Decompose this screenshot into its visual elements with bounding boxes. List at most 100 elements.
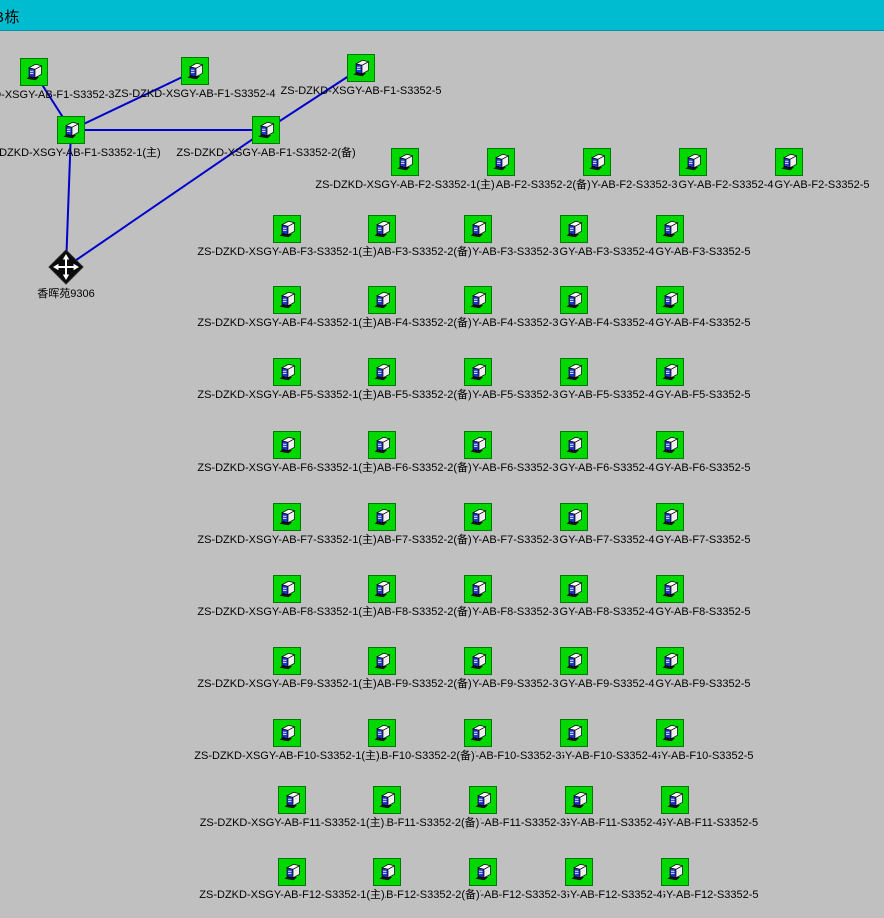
node-f11-2[interactable] bbox=[373, 786, 401, 814]
switch-icon bbox=[464, 358, 492, 386]
switch-icon bbox=[464, 215, 492, 243]
node-f1-5[interactable] bbox=[347, 54, 375, 82]
switch-icon bbox=[560, 719, 588, 747]
switch-icon bbox=[368, 215, 396, 243]
node-f5-2[interactable] bbox=[368, 358, 396, 386]
node-f4-4[interactable] bbox=[560, 286, 588, 314]
node-f1-3[interactable] bbox=[20, 58, 48, 86]
node-f5-3[interactable] bbox=[464, 358, 492, 386]
node-f4-1[interactable] bbox=[273, 286, 301, 314]
node-router-label: 香晖苑9306 bbox=[37, 288, 95, 300]
switch-icon bbox=[368, 575, 396, 603]
node-f1-4-label: ZS-DZKD-XSGY-AB-F1-S3352-4 bbox=[114, 88, 276, 100]
node-f12-3[interactable] bbox=[469, 858, 497, 886]
node-f1-4[interactable] bbox=[181, 57, 209, 85]
node-f9-3[interactable] bbox=[464, 647, 492, 675]
node-f10-1[interactable] bbox=[273, 719, 301, 747]
node-f5-4[interactable] bbox=[560, 358, 588, 386]
switch-icon bbox=[368, 431, 396, 459]
switch-icon bbox=[679, 148, 707, 176]
node-f6-5[interactable] bbox=[656, 431, 684, 459]
node-f8-4[interactable] bbox=[560, 575, 588, 603]
switch-icon bbox=[273, 647, 301, 675]
node-f1-2-label: ZS-DZKD-XSGY-AB-F1-S3352-2(备) bbox=[176, 147, 356, 159]
node-f3-1-label: ZS-DZKD-XSGY-AB-F3-S3352-1(主) bbox=[196, 246, 378, 259]
node-f10-4[interactable] bbox=[560, 719, 588, 747]
switch-icon bbox=[661, 858, 689, 886]
link-line bbox=[265, 67, 362, 131]
node-f6-4[interactable] bbox=[560, 431, 588, 459]
switch-icon bbox=[464, 431, 492, 459]
node-f12-5[interactable] bbox=[661, 858, 689, 886]
switch-icon bbox=[775, 148, 803, 176]
node-f11-3[interactable] bbox=[469, 786, 497, 814]
node-f6-2[interactable] bbox=[368, 431, 396, 459]
node-f3-4[interactable] bbox=[560, 215, 588, 243]
node-f2-4[interactable] bbox=[679, 148, 707, 176]
switch-icon bbox=[560, 647, 588, 675]
switch-icon bbox=[560, 358, 588, 386]
switch-icon bbox=[347, 54, 375, 82]
node-f8-3[interactable] bbox=[464, 575, 492, 603]
switch-icon bbox=[273, 358, 301, 386]
node-f1-5-label: ZS-DZKD-XSGY-AB-F1-S3352-5 bbox=[280, 85, 442, 97]
switch-icon bbox=[391, 148, 419, 176]
node-f10-2[interactable] bbox=[368, 719, 396, 747]
node-f9-1[interactable] bbox=[273, 647, 301, 675]
switch-icon bbox=[469, 786, 497, 814]
node-f12-1[interactable] bbox=[278, 858, 306, 886]
node-f2-1[interactable] bbox=[391, 148, 419, 176]
switch-icon bbox=[656, 286, 684, 314]
node-f3-3[interactable] bbox=[464, 215, 492, 243]
switch-icon bbox=[656, 503, 684, 531]
node-f9-2[interactable] bbox=[368, 647, 396, 675]
node-f2-2[interactable] bbox=[487, 148, 515, 176]
node-f10-5[interactable] bbox=[656, 719, 684, 747]
node-f12-2[interactable] bbox=[373, 858, 401, 886]
node-f5-5[interactable] bbox=[656, 358, 684, 386]
node-f3-1[interactable] bbox=[273, 215, 301, 243]
node-f2-3[interactable] bbox=[583, 148, 611, 176]
switch-icon bbox=[273, 431, 301, 459]
node-f7-5[interactable] bbox=[656, 503, 684, 531]
node-f7-3[interactable] bbox=[464, 503, 492, 531]
node-f5-1[interactable] bbox=[273, 358, 301, 386]
switch-icon bbox=[181, 57, 209, 85]
node-f9-1-label: ZS-DZKD-XSGY-AB-F9-S3352-1(主) bbox=[196, 678, 378, 691]
node-f1-2[interactable] bbox=[252, 116, 280, 144]
node-f11-5[interactable] bbox=[661, 786, 689, 814]
node-f4-2[interactable] bbox=[368, 286, 396, 314]
node-f9-5[interactable] bbox=[656, 647, 684, 675]
node-f8-1[interactable] bbox=[273, 575, 301, 603]
window-title: B栋 bbox=[0, 9, 21, 26]
node-f12-4[interactable] bbox=[565, 858, 593, 886]
switch-icon bbox=[565, 786, 593, 814]
switch-icon bbox=[583, 148, 611, 176]
switch-icon bbox=[20, 58, 48, 86]
node-f8-2[interactable] bbox=[368, 575, 396, 603]
node-f11-1[interactable] bbox=[278, 786, 306, 814]
node-f2-5[interactable] bbox=[775, 148, 803, 176]
node-f3-2[interactable] bbox=[368, 215, 396, 243]
node-f7-2[interactable] bbox=[368, 503, 396, 531]
node-f6-3[interactable] bbox=[464, 431, 492, 459]
node-router[interactable] bbox=[48, 249, 84, 285]
node-f10-3[interactable] bbox=[464, 719, 492, 747]
node-f7-1[interactable] bbox=[273, 503, 301, 531]
node-f9-4[interactable] bbox=[560, 647, 588, 675]
node-f4-5[interactable] bbox=[656, 286, 684, 314]
switch-icon bbox=[368, 286, 396, 314]
switch-icon bbox=[278, 786, 306, 814]
node-f1-1[interactable] bbox=[57, 116, 85, 144]
switch-icon bbox=[464, 503, 492, 531]
node-f8-5[interactable] bbox=[656, 575, 684, 603]
switch-icon bbox=[368, 719, 396, 747]
node-f3-5[interactable] bbox=[656, 215, 684, 243]
title-bar: B栋 bbox=[0, 0, 884, 31]
node-f4-3[interactable] bbox=[464, 286, 492, 314]
node-f7-4[interactable] bbox=[560, 503, 588, 531]
node-f6-1[interactable] bbox=[273, 431, 301, 459]
switch-icon bbox=[57, 116, 85, 144]
node-f11-4[interactable] bbox=[565, 786, 593, 814]
